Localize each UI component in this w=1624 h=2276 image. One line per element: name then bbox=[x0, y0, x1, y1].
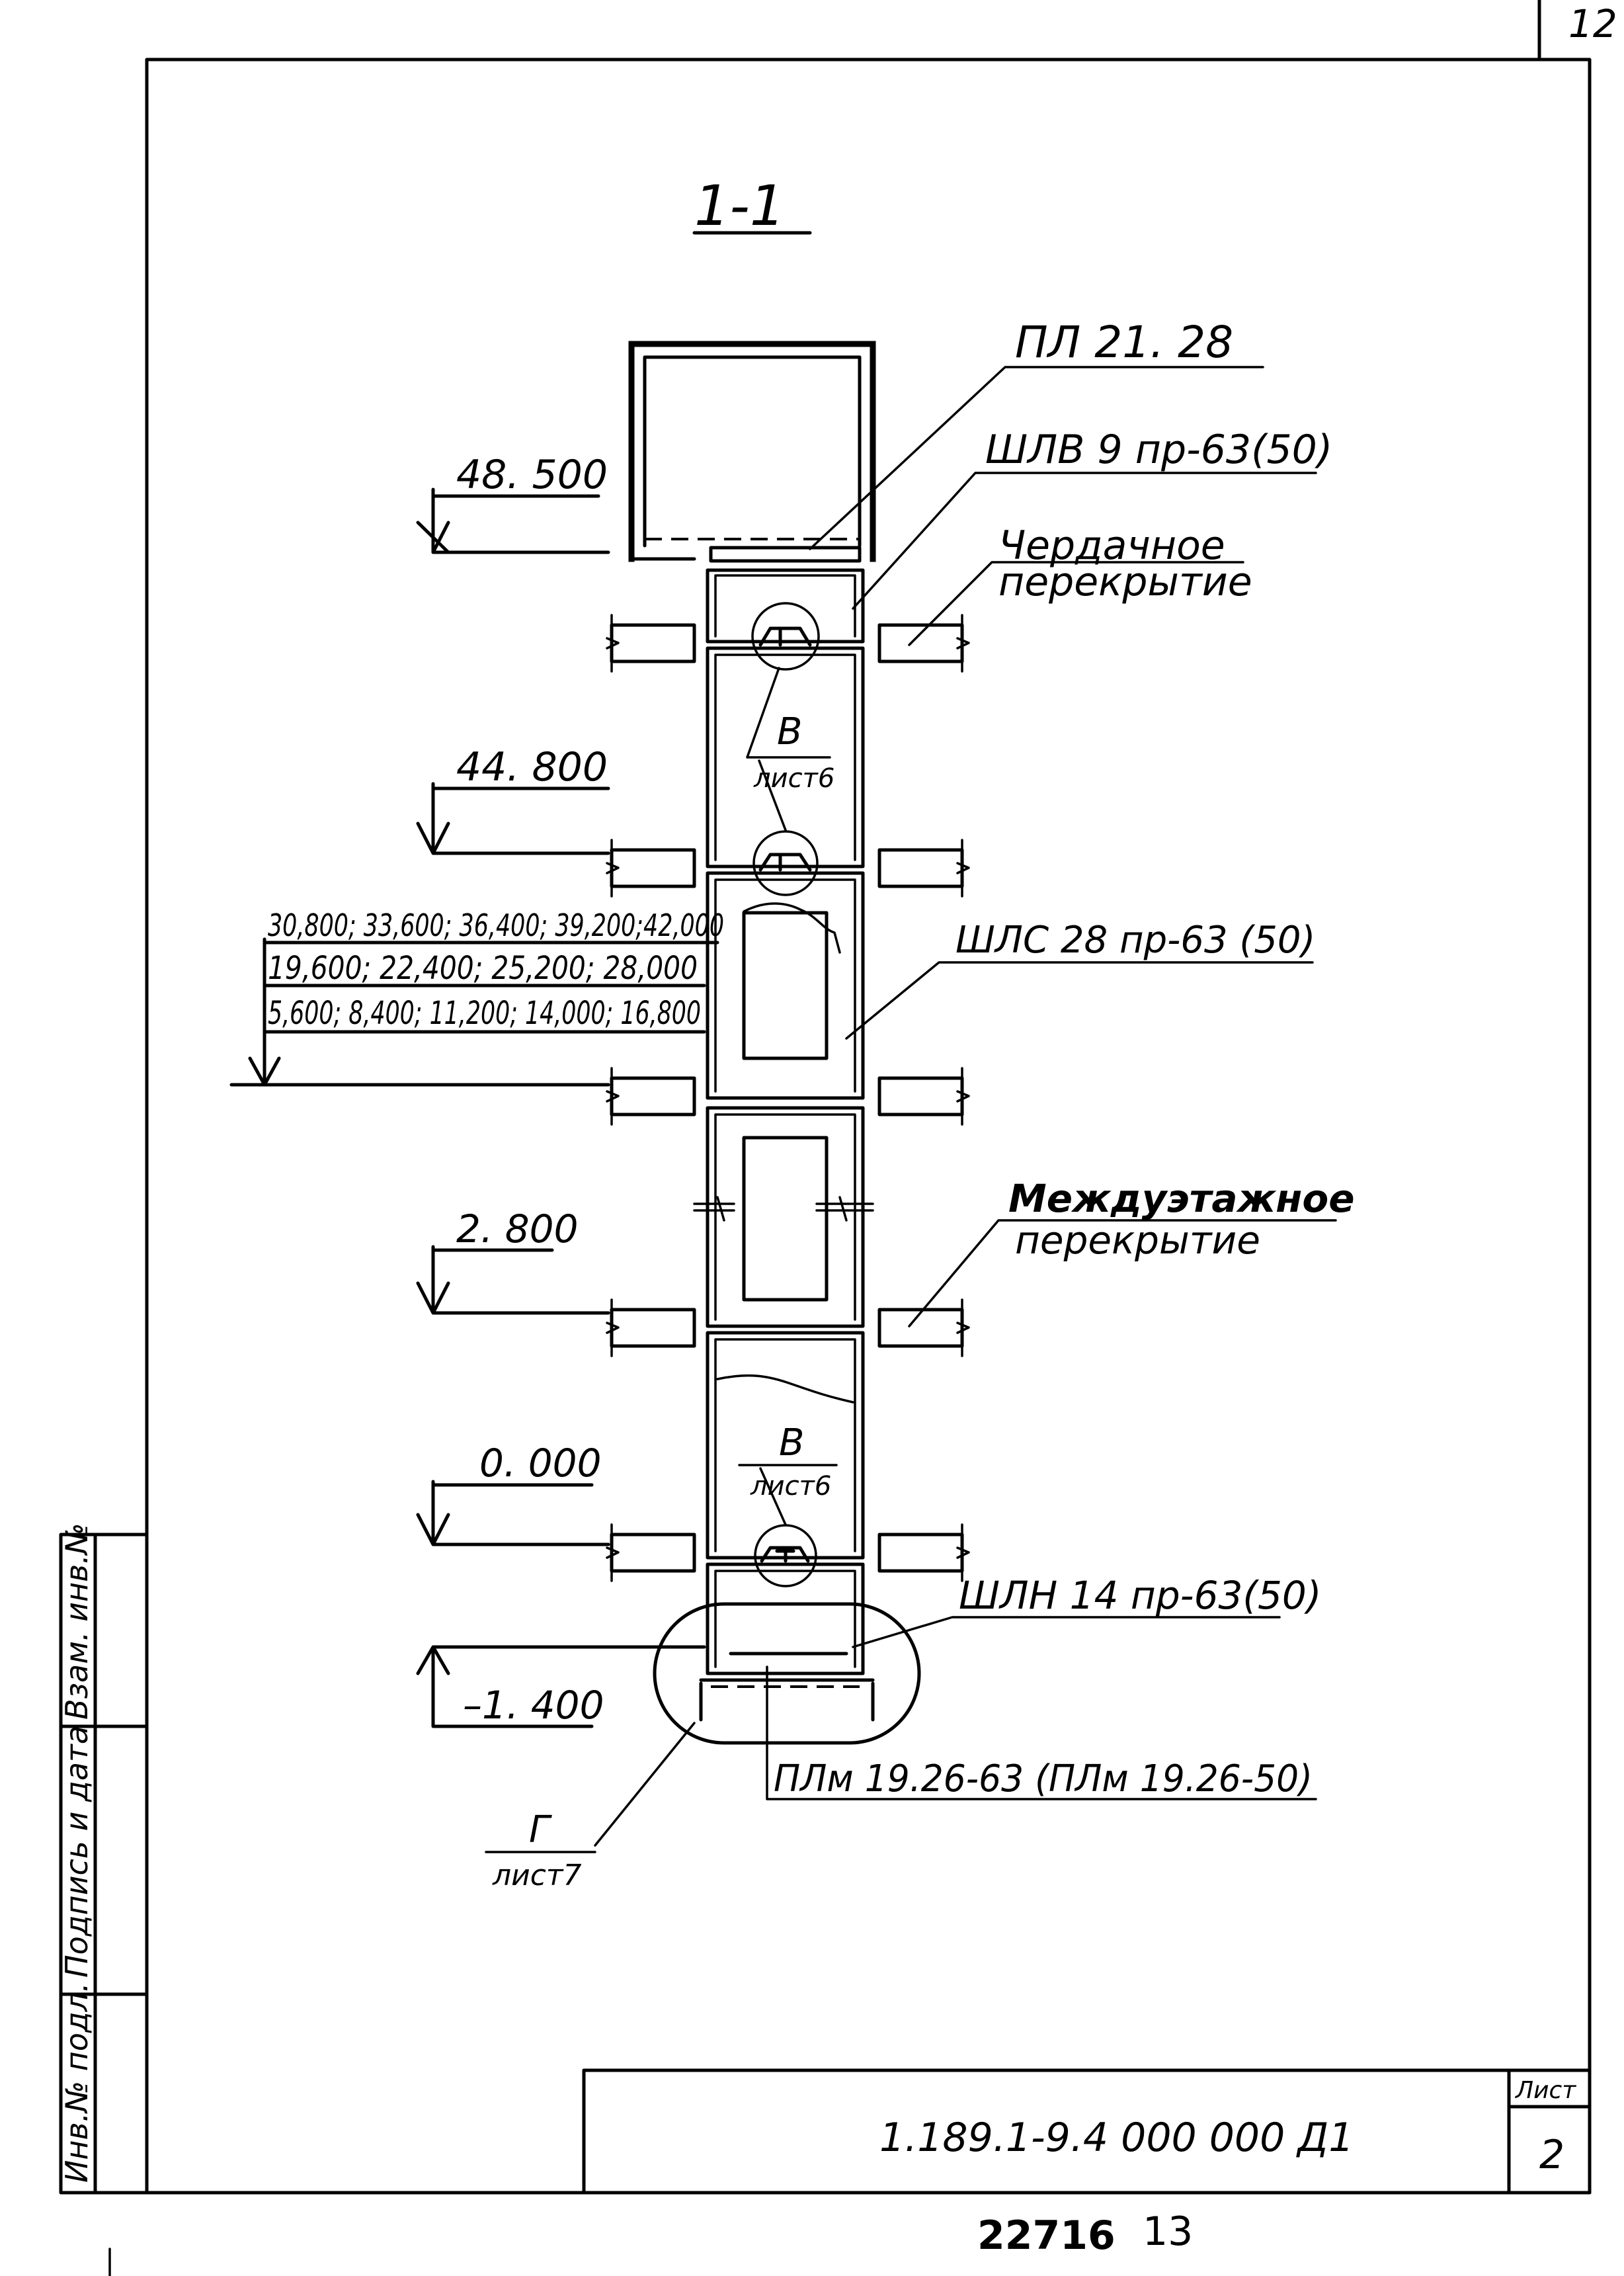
top-page-number: 12 bbox=[1568, 1, 1617, 46]
callout-floor-line1: Междуэтажное bbox=[1008, 1176, 1355, 1221]
stamp-inventory-original: Инв.№ подл. bbox=[59, 1982, 95, 2183]
elevation-middle-line2: 19,600; 22,400; 25,200; 28,000 bbox=[268, 950, 698, 987]
callout-floor-line2: перекрытие bbox=[1015, 1218, 1260, 1263]
elevation-zero: 0. 000 bbox=[479, 1441, 601, 1486]
elevation-middle-line3: 5,600; 8,400; 11,200; 14,000; 16,800 bbox=[268, 995, 701, 1032]
detail-marks bbox=[485, 602, 921, 1853]
elevation-attic: 44. 800 bbox=[456, 744, 608, 790]
stamp-signature-date: Подпись и дата bbox=[59, 1726, 95, 1978]
callout-lower-shaft: ШЛН 14 пр-63(50) bbox=[959, 1573, 1321, 1618]
detail-g-letter: Г bbox=[529, 1808, 552, 1851]
elevation-middle-line1: 30,800; 33,600; 36,400; 39,200;42,000 bbox=[268, 907, 724, 943]
archive-page: 13 bbox=[1143, 2209, 1193, 2255]
detail-v-upper-sheet: лист6 bbox=[753, 763, 834, 794]
sheet-number: 2 bbox=[1539, 2132, 1564, 2178]
callout-attic-line2: перекрытие bbox=[998, 559, 1252, 605]
callout-top-slab: ПЛ 21. 28 bbox=[1015, 317, 1233, 368]
elevation-marks bbox=[229, 487, 719, 1728]
callout-typical-shaft: ШЛС 28 пр-63 (50) bbox=[955, 919, 1315, 962]
elevator-shaft bbox=[628, 341, 876, 1722]
elevation-first: 2. 800 bbox=[456, 1206, 578, 1251]
detail-v-upper-letter: В bbox=[777, 710, 802, 753]
floor-slabs bbox=[606, 614, 970, 1582]
detail-g-sheet: лист7 bbox=[492, 1859, 582, 1892]
elevation-pit: –1. 400 bbox=[463, 1683, 604, 1728]
archive-number: 22716 bbox=[977, 2213, 1116, 2259]
detail-v-lower-letter: В bbox=[779, 1421, 804, 1464]
elevation-top: 48. 500 bbox=[456, 452, 608, 498]
side-stamp bbox=[59, 1533, 149, 2195]
document-code: 1.189.1-9.4 000 000 Д1 bbox=[879, 2115, 1354, 2161]
sheet-label: Лист bbox=[1514, 2077, 1576, 2104]
section-title: 1-1 bbox=[694, 173, 785, 238]
callout-leaders bbox=[766, 366, 1337, 1800]
detail-v-lower-sheet: лист6 bbox=[750, 1471, 831, 1501]
stamp-replaced-inventory: Взам. инв.№ bbox=[59, 1523, 95, 1720]
callout-upper-shaft: ШЛВ 9 пр-63(50) bbox=[985, 427, 1332, 473]
title-block bbox=[582, 2068, 1592, 2195]
callout-attic-line1: Чердачное bbox=[998, 523, 1225, 569]
callout-pit-slab: ПЛм 19.26-63 (ПЛм 19.26-50) bbox=[774, 1757, 1313, 1800]
